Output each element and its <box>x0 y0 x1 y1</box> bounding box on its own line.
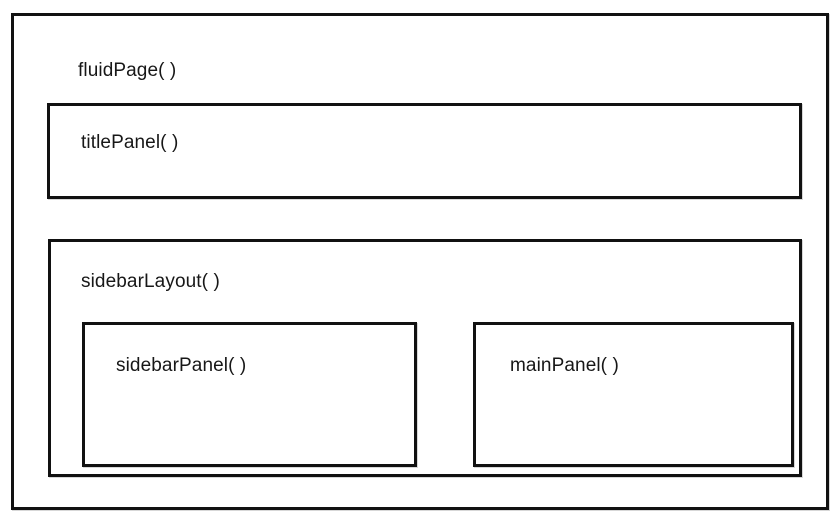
sidebar-panel-label: sidebarPanel( ) <box>116 355 247 376</box>
fluid-page-label: fluidPage( ) <box>78 60 177 81</box>
sidebar-layout-label: sidebarLayout( ) <box>81 271 220 292</box>
main-panel-box: mainPanel( ) <box>473 322 794 467</box>
main-panel-label: mainPanel( ) <box>510 355 619 376</box>
fluid-page-box: fluidPage( ) titlePanel( ) sidebarLayout… <box>11 13 829 510</box>
sidebar-layout-box: sidebarLayout( ) sidebarPanel( ) mainPan… <box>48 239 802 477</box>
sidebar-panel-box: sidebarPanel( ) <box>82 322 417 467</box>
title-panel-label: titlePanel( ) <box>81 132 179 153</box>
title-panel-box: titlePanel( ) <box>47 103 802 199</box>
